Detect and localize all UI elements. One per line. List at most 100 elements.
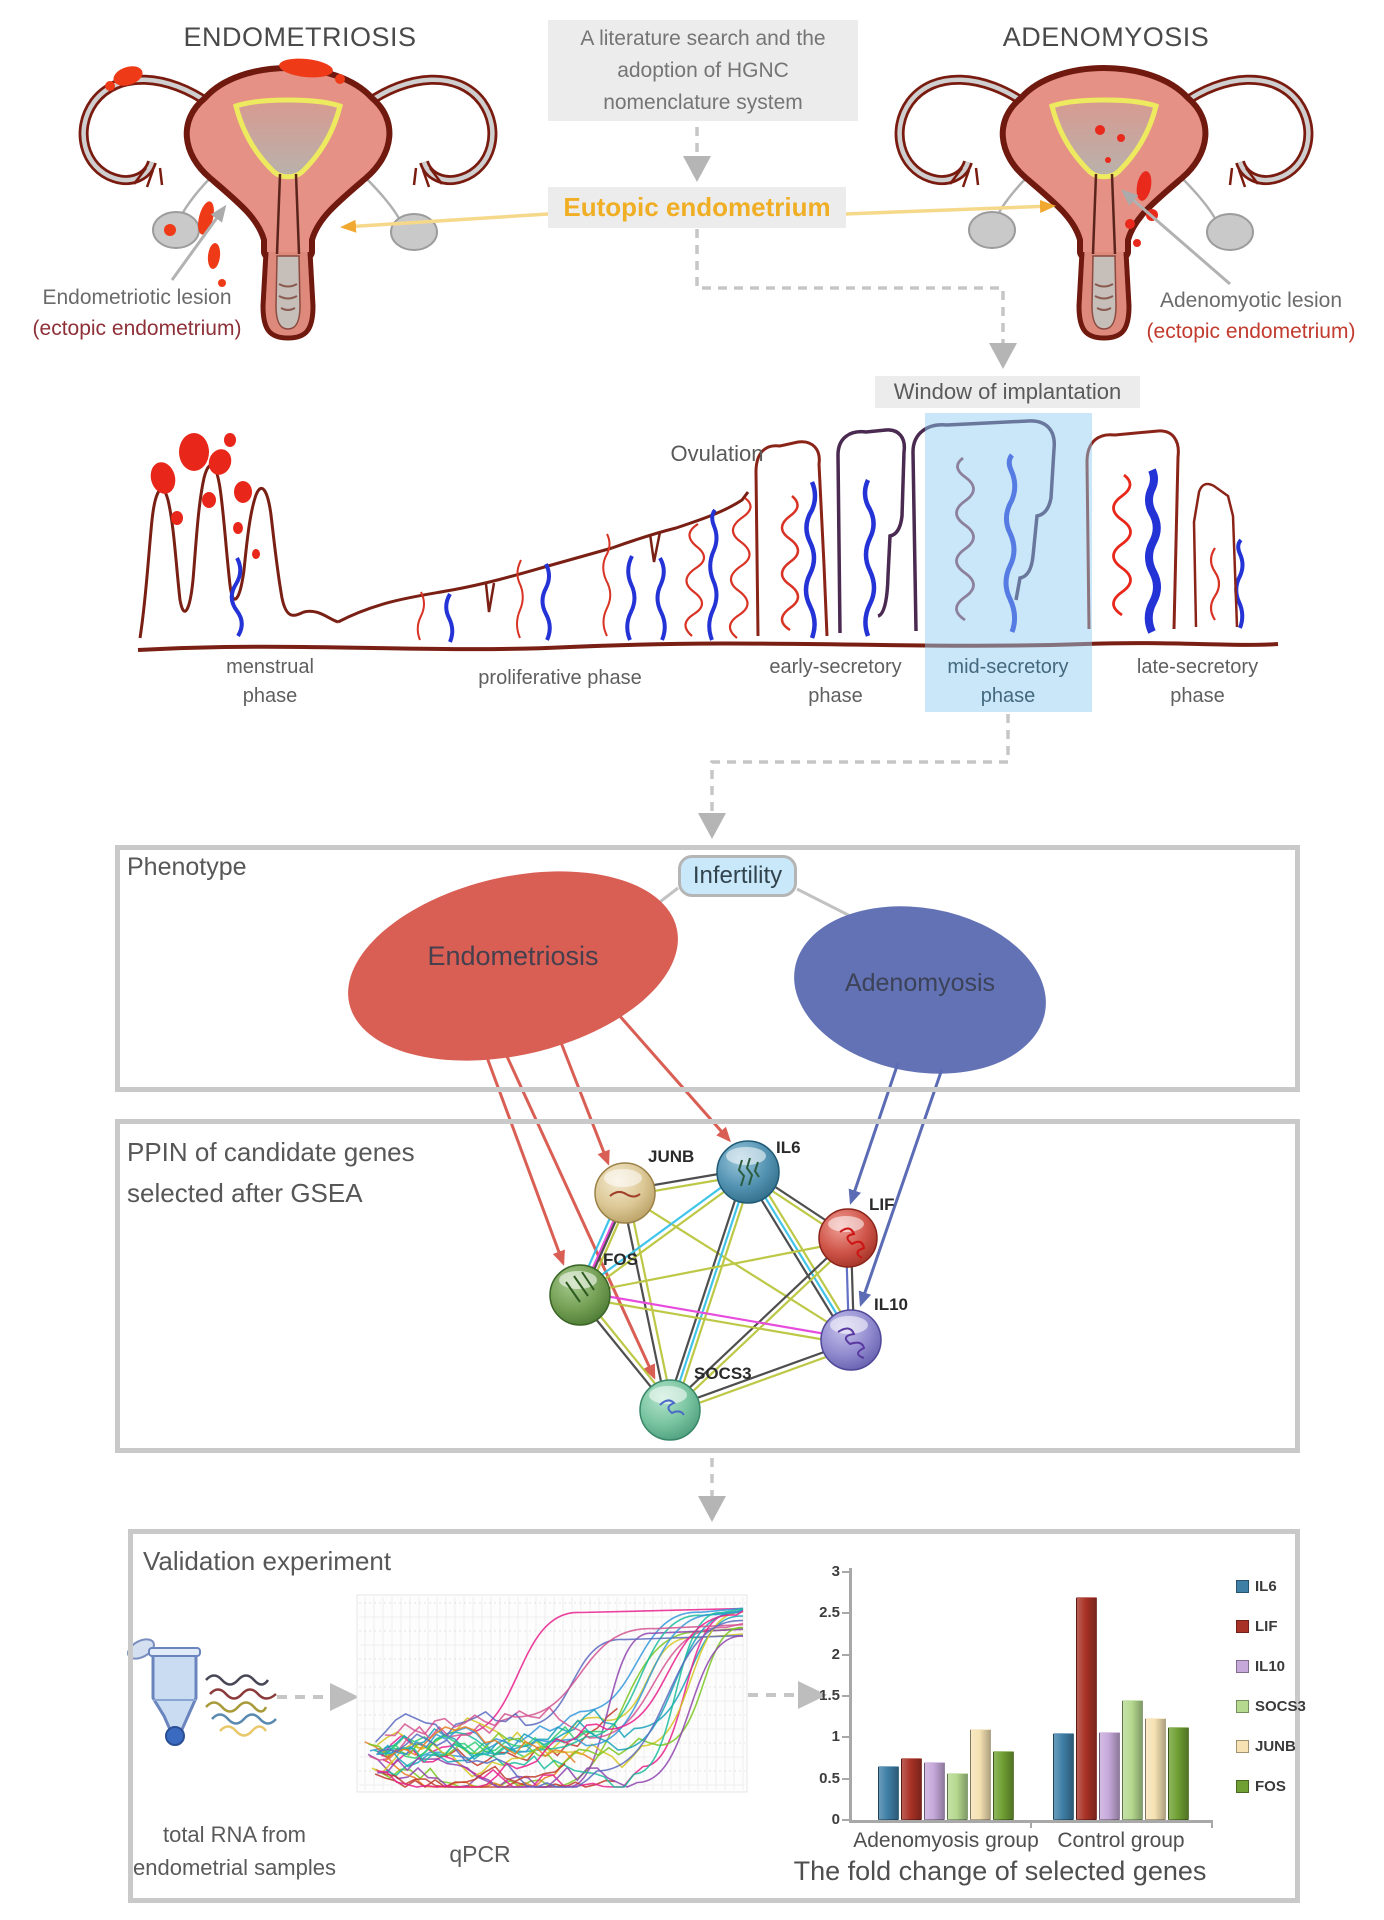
eutopic-pointer-lines: [340, 199, 1056, 233]
legend-swatch: [1236, 1579, 1249, 1593]
flow-arrowheads: [683, 156, 1017, 1522]
total-rna-line1: total RNA from: [162, 1822, 307, 1847]
y-tick-mark: [842, 1695, 849, 1697]
chart-x-tick: [1030, 1822, 1032, 1828]
total-rna-label: total RNA from endometrial samples: [122, 1818, 347, 1884]
legend-item-il6: IL6: [1236, 1566, 1306, 1606]
endometrium-cycle-illustration: [137, 413, 1279, 712]
eutopic-endometrium-box: Eutopic endometrium: [548, 187, 846, 228]
y-tick-mark: [842, 1819, 849, 1821]
phase-label-mid-secretory: mid-secretory phase: [928, 653, 1088, 711]
ppin-box: [115, 1119, 1300, 1453]
phase-menstrual-line2: phase: [242, 685, 298, 707]
bar-fos-0: [993, 1751, 1014, 1820]
ovulation-label: Ovulation: [670, 441, 764, 466]
literature-line-3: nomenclature system: [603, 90, 803, 114]
endometriosis-ellipse: [348, 871, 678, 1061]
bar-fos-1: [1168, 1727, 1189, 1820]
blue-gene-connectors: [848, 1062, 944, 1307]
bar-group-0: [876, 1572, 1016, 1820]
bar-socs3-1: [1122, 1700, 1143, 1820]
phenotype-graph: [348, 871, 1046, 1380]
y-tick-label: 2.5: [819, 1604, 840, 1622]
phase-early-line1: early-secretory: [769, 656, 902, 678]
node-label-fos: FOS: [603, 1250, 638, 1269]
phase-label-early-secretory: early-secretory phase: [748, 653, 923, 711]
validation-section-title: Validation experiment: [143, 1546, 392, 1576]
y-tick-label: 0: [831, 1811, 840, 1828]
legend-swatch: [1236, 1779, 1249, 1793]
y-tick-mark: [842, 1612, 849, 1615]
phase-label-menstrual: menstrual phase: [195, 653, 345, 711]
endometriotic-lesion-line1: Endometriotic lesion: [42, 286, 232, 309]
endometriotic-lesion-label: Endometriotic lesion (ectopic endometriu…: [8, 282, 266, 344]
phase-mid-line2: phase: [980, 685, 1036, 707]
menstrual-blood-blobs: [150, 433, 260, 559]
y-tick-label: 1.5: [819, 1687, 840, 1704]
bar-group-1: [1051, 1572, 1191, 1820]
legend-swatch: [1236, 1739, 1249, 1753]
chart-y-axis-line: [849, 1568, 852, 1822]
validation-dashed-arrows: [277, 1681, 827, 1711]
y-tick-label: 1: [831, 1728, 840, 1746]
ppin-title-line1: PPIN of candidate genes: [127, 1137, 415, 1167]
literature-line-1: A literature search and the: [580, 26, 826, 50]
adenomyotic-lesion-line2: (ectopic endometrium): [1146, 320, 1356, 343]
y-tick-mark: [842, 1653, 849, 1656]
node-label-lif: LIF: [869, 1195, 895, 1214]
node-label-il6: IL6: [776, 1138, 801, 1157]
phase-label-late-secretory: late-secretory phase: [1110, 653, 1285, 711]
adenomyotic-lesion-label: Adenomyotic lesion (ectopic endometrium): [1118, 285, 1384, 347]
y-tick-mark: [842, 1571, 849, 1573]
spiral-arteries: [444, 453, 1245, 643]
chart-title: The fold change of selected genes: [793, 1856, 1207, 1886]
ppin-title-line2: selected after GSEA: [127, 1178, 363, 1208]
y-tick-label: 3: [831, 1563, 840, 1580]
node-label-il10: IL10: [874, 1295, 909, 1314]
validation-box: [128, 1529, 1300, 1903]
phase-late-line1: late-secretory: [1136, 656, 1259, 678]
bar-junb-1: [1145, 1718, 1166, 1820]
adenomyosis-title: ADENOMYOSIS: [1002, 22, 1210, 52]
bar-lif-0: [901, 1758, 922, 1820]
node-label-socs3: SOCS3: [694, 1364, 752, 1383]
legend-item-il10: IL10: [1236, 1646, 1306, 1686]
legend-swatch: [1236, 1699, 1249, 1713]
y-tick-label: 2: [831, 1645, 840, 1663]
bar-lif-1: [1076, 1597, 1097, 1820]
bar-il6-1: [1053, 1733, 1074, 1820]
proliferative-glands: [416, 533, 612, 641]
bar-il10-1: [1099, 1732, 1120, 1820]
rna-sample-icon: [127, 1638, 277, 1746]
adenomyotic-lesion-line1: Adenomyotic lesion: [1159, 289, 1343, 312]
node-label-junb: JUNB: [648, 1147, 695, 1166]
infertility-chip: Infertility: [678, 855, 797, 897]
qpcr-label: qPCR: [449, 1841, 511, 1867]
bar-il10-0: [924, 1762, 945, 1820]
adenomyosis-ellipse-label: Adenomyosis: [844, 969, 996, 997]
legend-label: LIF: [1255, 1617, 1278, 1635]
window-of-implantation-label: Window of implantation: [875, 376, 1140, 408]
phenotype-section-title: Phenotype: [127, 853, 247, 881]
legend-label: SOCS3: [1255, 1697, 1306, 1715]
legend-label: JUNB: [1255, 1737, 1296, 1755]
legend-label: IL10: [1255, 1657, 1286, 1675]
secretory-glands: [684, 497, 752, 639]
chart-category-label-0: Adenomyosis group: [853, 1829, 1039, 1852]
node-protein-scribbles: [565, 1157, 866, 1416]
implantation-window-highlight: [925, 413, 1092, 712]
legend-swatch: [1236, 1619, 1249, 1633]
flow-dashed-arrows: [695, 127, 1010, 1496]
chart-category-label-1: Control group: [1057, 1829, 1185, 1852]
literature-search-box: A literature search and the adoption of …: [548, 20, 858, 121]
literature-line-2: adoption of HGNC: [617, 58, 789, 82]
endometriosis-title: ENDOMETRIOSIS: [183, 22, 417, 52]
y-tick-label: 0.5: [819, 1769, 840, 1787]
endometriosis-ellipse-label: Endometriosis: [427, 941, 599, 971]
bar-junb-0: [970, 1729, 991, 1820]
legend-item-socs3: SOCS3: [1236, 1686, 1306, 1726]
adenomyosis-ellipse: [794, 906, 1046, 1074]
